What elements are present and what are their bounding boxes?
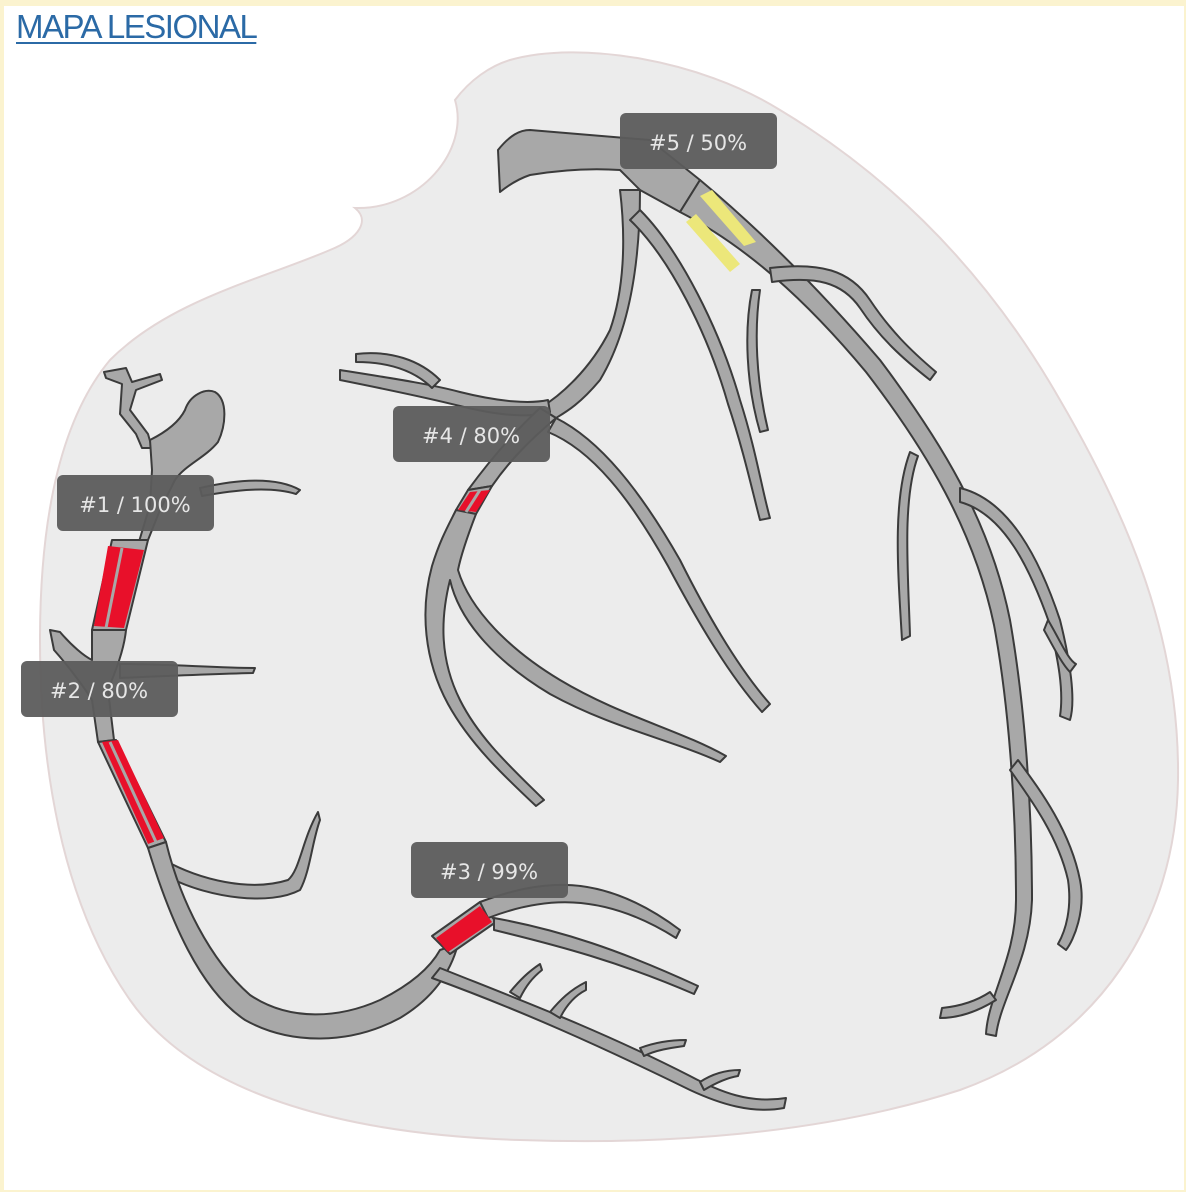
lesion-label-4[interactable]: #4 / 80% [393, 406, 550, 462]
svg-text:#2 / 80%: #2 / 80% [50, 679, 148, 703]
lesion-label-3[interactable]: #3 / 99% [411, 842, 568, 898]
svg-text:#5 / 50%: #5 / 50% [649, 131, 747, 155]
svg-text:#1 / 100%: #1 / 100% [79, 493, 190, 517]
lesion-label-1[interactable]: #1 / 100% [57, 475, 214, 531]
lesion-label-2[interactable]: #2 / 80% [21, 661, 178, 717]
lesion-label-5[interactable]: #5 / 50% [620, 113, 777, 169]
svg-text:#4 / 80%: #4 / 80% [422, 424, 520, 448]
svg-text:#3 / 99%: #3 / 99% [440, 860, 538, 884]
